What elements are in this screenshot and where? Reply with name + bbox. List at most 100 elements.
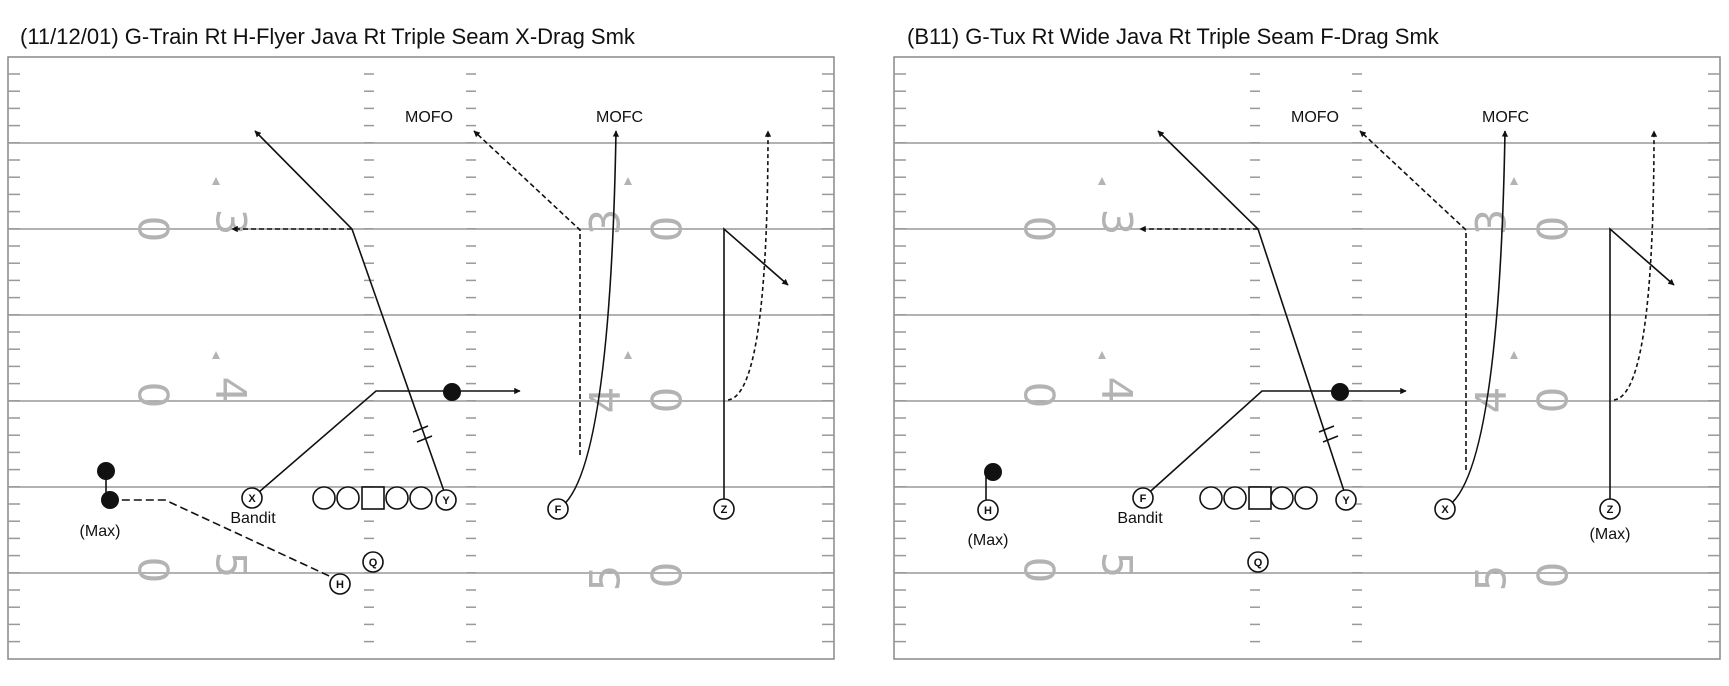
lineman	[1270, 486, 1294, 510]
yard-number: 0	[643, 562, 692, 589]
player-z: Z	[1599, 498, 1621, 520]
svg-text:Y: Y	[442, 495, 450, 507]
handoff-mark	[412, 425, 433, 443]
lineman	[385, 486, 409, 510]
bandit-label: Bandit	[230, 510, 276, 527]
y-route	[1157, 130, 1346, 495]
svg-text:Q: Q	[1254, 557, 1263, 569]
center	[1248, 486, 1272, 510]
routes	[105, 130, 789, 582]
lineman	[1294, 486, 1318, 510]
lineman	[1199, 486, 1223, 510]
mofc-label: MOFC	[596, 109, 643, 126]
routes	[985, 130, 1675, 509]
center	[361, 486, 385, 510]
mofo-label: MOFO	[1291, 109, 1339, 126]
mofc-label: MOFC	[1482, 109, 1529, 126]
direction-arrow-icon	[624, 177, 632, 185]
field-diagram: 0 3 0 4 0 5 3 0 4 0 5 0 MOFO MOFC	[893, 56, 1721, 660]
direction-arrow-icon	[1098, 177, 1106, 185]
yard-numbers: 0 3 0 4 0 5 3 0 4 0 5 0	[1015, 177, 1578, 591]
yard-number: 3	[1093, 209, 1142, 236]
play-title: (B11) G-Tux Rt Wide Java Rt Triple Seam …	[907, 24, 1439, 49]
f-seam-route	[557, 130, 620, 510]
max-label: (Max)	[968, 532, 1009, 549]
offensive-line	[1199, 486, 1318, 510]
max-label: (Max)	[80, 523, 121, 540]
yard-number: 4	[207, 377, 256, 404]
yard-number: 5	[207, 552, 256, 579]
mofo-option-route	[1359, 130, 1467, 470]
handoff-mark	[1318, 425, 1339, 443]
z-seam-option	[1613, 130, 1658, 401]
player-y: Y	[1335, 489, 1357, 511]
mofo-option-route	[473, 130, 581, 455]
yard-number: 3	[581, 209, 630, 236]
lineman	[312, 486, 336, 510]
player-h: H	[977, 499, 999, 521]
player-x: X	[241, 487, 263, 509]
yard-number: 0	[1015, 557, 1064, 584]
mofo-label: MOFO	[405, 109, 453, 126]
skill-players: X Y F Z H Q	[241, 487, 735, 595]
yard-number: 0	[1529, 562, 1578, 589]
play-diagram-right: (B11) G-Tux Rt Wide Java Rt Triple Seam …	[886, 0, 1729, 686]
svg-text:F: F	[555, 504, 562, 516]
direction-arrow-icon	[1510, 177, 1518, 185]
svg-text:Z: Z	[721, 504, 728, 516]
z-route	[1609, 227, 1675, 508]
bandit-label: Bandit	[1117, 510, 1163, 527]
direction-arrow-icon	[212, 351, 220, 359]
yard-number: 0	[129, 382, 178, 409]
player-labels: Bandit (Max) (Max)	[968, 510, 1631, 549]
yard-number: 5	[1093, 552, 1142, 579]
yard-number: 5	[581, 565, 630, 592]
yard-number: 0	[1015, 382, 1064, 409]
hash-marks	[894, 73, 1720, 643]
motion-dot	[97, 462, 115, 480]
motion-dot	[101, 491, 119, 509]
yard-number: 0	[1529, 216, 1578, 243]
field-diagram: 0 3 0 4 0 5 3 0 4 0 5 0 MOFO MOFC	[7, 56, 835, 660]
x-seam-route	[1444, 130, 1509, 509]
yard-number: 4	[1093, 377, 1142, 404]
yard-number: 4	[581, 387, 630, 414]
yard-numbers: 0 3 0 4 0 5 3 0 4 0 5 0	[129, 177, 692, 591]
direction-arrow-icon	[624, 351, 632, 359]
player-q: Q	[362, 551, 384, 573]
svg-text:Q: Q	[369, 557, 378, 569]
z-seam-option	[727, 130, 772, 401]
svg-text:X: X	[248, 493, 256, 505]
smoke-dots	[984, 383, 1349, 481]
smoke-dots	[97, 383, 461, 509]
direction-arrow-icon	[212, 177, 220, 185]
yard-number: 0	[129, 557, 178, 584]
player-f: F	[1132, 487, 1154, 509]
svg-text:Y: Y	[1342, 495, 1350, 507]
player-q: Q	[1247, 551, 1269, 573]
yard-number: 0	[1015, 216, 1064, 243]
lineman	[409, 486, 433, 510]
yard-number: 0	[643, 216, 692, 243]
svg-text:X: X	[1441, 504, 1449, 516]
svg-text:H: H	[984, 505, 992, 517]
coverage-labels: MOFO MOFC	[1291, 109, 1529, 126]
ball-dot	[443, 383, 461, 401]
skill-players: F Y X Z H Q	[977, 487, 1621, 573]
svg-text:H: H	[336, 579, 344, 591]
direction-arrow-icon	[1098, 351, 1106, 359]
z-route	[723, 227, 789, 509]
lineman	[336, 486, 360, 510]
svg-text:Z: Z	[1607, 504, 1614, 516]
player-x: X	[1434, 498, 1456, 520]
yard-number: 0	[1529, 387, 1578, 414]
play-diagram-left: (11/12/01) G-Train Rt H-Flyer Java Rt Tr…	[0, 0, 860, 686]
yard-number: 3	[1467, 209, 1516, 236]
lineman	[1223, 486, 1247, 510]
field-frame	[7, 56, 835, 660]
play-title: (11/12/01) G-Train Rt H-Flyer Java Rt Tr…	[20, 24, 635, 49]
player-h: H	[329, 573, 351, 595]
y-route	[254, 130, 446, 495]
f-drag-route	[1142, 387, 1407, 499]
hash-marks	[8, 73, 834, 643]
